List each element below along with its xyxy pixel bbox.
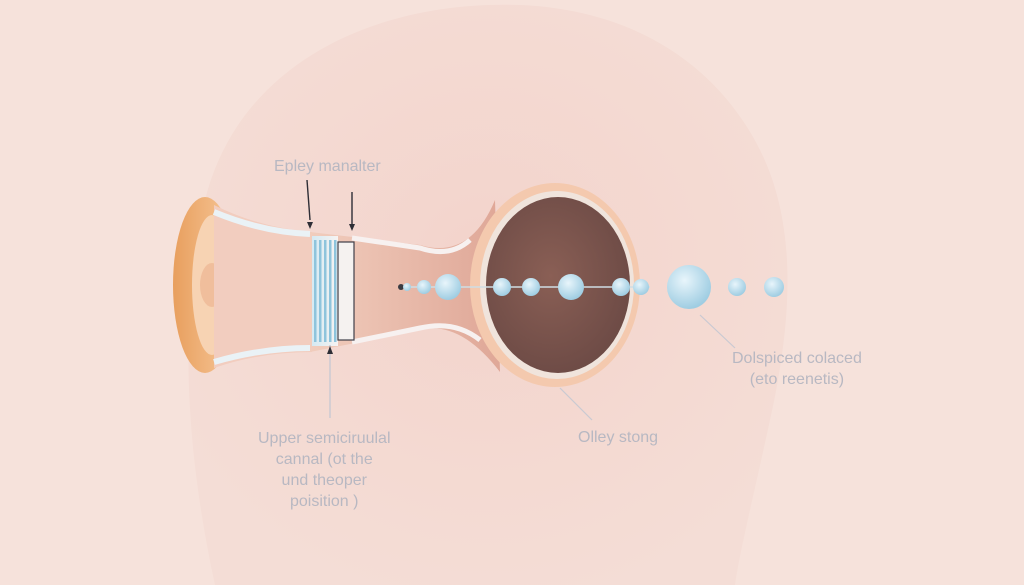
crystal (522, 278, 540, 296)
ring-inner (486, 197, 630, 373)
crystal (633, 279, 649, 295)
leader-right (699, 314, 736, 349)
leader-lines (306, 179, 355, 418)
label-upper-line-3: und theoper (281, 472, 367, 489)
label-upper-line-2: cannal (ot the (275, 451, 373, 468)
label-upper-canal: Upper semiciruulal cannal (ot the und th… (258, 428, 391, 512)
ear-funnel (214, 205, 312, 368)
crystal (403, 283, 411, 291)
label-bottom-middle: Olley stong (578, 429, 659, 446)
crystal (558, 274, 584, 300)
device-stripe (314, 240, 317, 342)
label-top: Epley manalter (274, 158, 381, 175)
device-stripe (319, 240, 322, 342)
striped-device (312, 236, 338, 346)
crystal (728, 278, 746, 296)
label-upper-line-1: Upper semiciruulal (258, 430, 391, 447)
crystal (417, 280, 431, 294)
device-stripe (324, 240, 327, 342)
label-right-line-1: Dolspiced colaced (732, 350, 862, 367)
crystal (764, 277, 784, 297)
label-right-line-2: (eto reenetis) (749, 371, 845, 388)
device-stripe (334, 240, 337, 342)
crystal-group (403, 265, 784, 309)
crystal (612, 278, 630, 296)
device-stripe (329, 240, 332, 342)
crystal (667, 265, 711, 309)
leader-bottom (559, 387, 593, 421)
crystal (435, 274, 461, 300)
crystal (493, 278, 511, 296)
label-upper-line-4: poisition ) (290, 493, 359, 510)
label-right: Dolspiced colaced (eto reenetis) (732, 348, 862, 390)
